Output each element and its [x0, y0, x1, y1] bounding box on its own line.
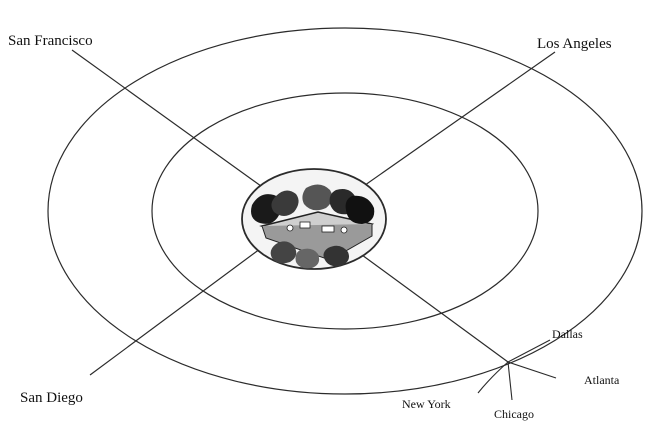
label-san-diego: San Diego: [20, 390, 83, 406]
label-atlanta: Atlanta: [584, 373, 620, 387]
line-san-francisco: [72, 50, 272, 194]
line-san-diego: [90, 240, 272, 375]
line-east-branch: [362, 255, 508, 362]
label-los-angeles: Los Angeles: [537, 36, 612, 52]
label-chicago: Chicago: [494, 407, 534, 421]
label-san-francisco: San Francisco: [8, 33, 93, 49]
label-new-york: New York: [402, 397, 451, 411]
label-dallas: Dallas: [552, 327, 583, 341]
center-illustration: [242, 169, 386, 269]
